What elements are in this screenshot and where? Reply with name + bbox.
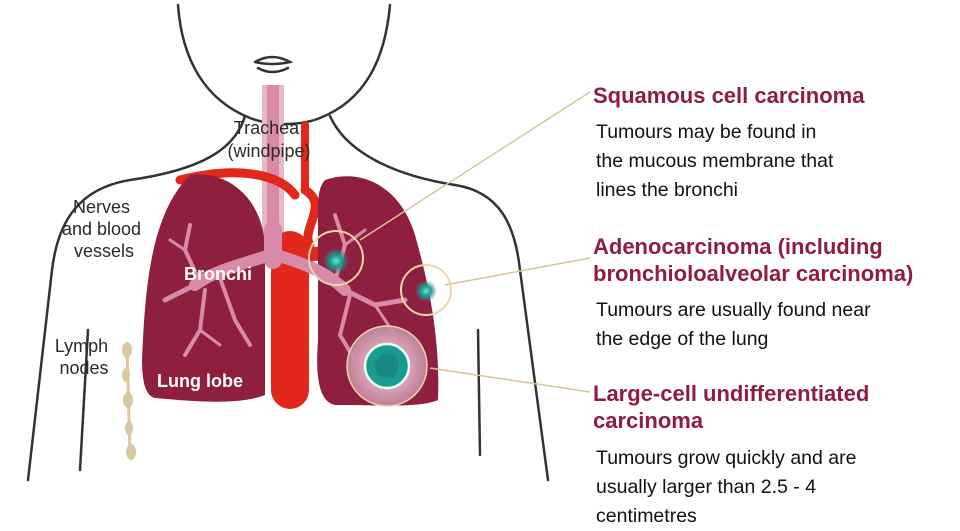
lung-lobe-label: Lung lobe <box>157 371 243 391</box>
callout-line-adeno <box>445 258 590 285</box>
tumour-large-cell <box>347 326 427 406</box>
large-cell-description: Tumours grow quickly and are usually lar… <box>596 444 856 531</box>
adeno-description: Tumours are usually found near the edge … <box>596 296 871 354</box>
bronchi-label: Bronchi <box>184 264 252 284</box>
large-cell-title: Large-cell undifferentiated carcinoma <box>593 380 869 434</box>
left-lung <box>142 174 265 401</box>
lip-lower <box>258 68 288 72</box>
arm-right-outline <box>478 330 480 455</box>
lip-upper <box>255 57 290 64</box>
lymph-nodes-label: Lymph nodes <box>55 336 113 378</box>
adeno-title: Adenocarcinoma (including bronchioloalve… <box>593 233 913 287</box>
nerves-vessels-label: Nerves and blood vessels <box>62 197 146 261</box>
squamous-description: Tumours may be found in the mucous membr… <box>596 118 833 205</box>
callout-line-squamous <box>360 92 590 240</box>
lymph-node-chain <box>122 342 136 460</box>
squamous-title: Squamous cell carcinoma <box>593 82 864 109</box>
callout-line-large-cell <box>430 368 590 392</box>
